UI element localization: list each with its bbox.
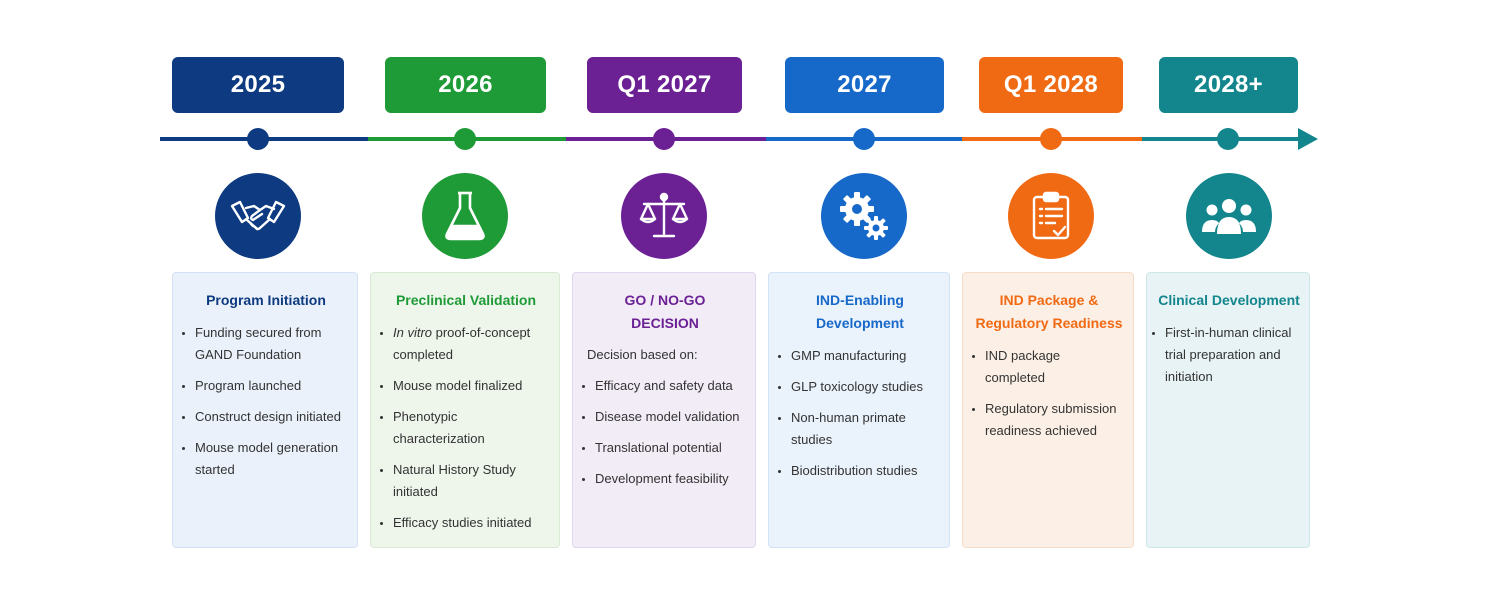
italic-term: In vitro xyxy=(393,325,433,340)
list-item-text: proof-of-concept completed xyxy=(393,325,531,362)
year-badge-q1-2027: Q1 2027 xyxy=(587,57,742,113)
list-item: Natural History Study initiated xyxy=(380,459,549,503)
list-item: Mouse model generation started xyxy=(182,437,347,481)
timeline-node xyxy=(1040,128,1062,150)
card-list: Funding secured from GAND Foundation Pro… xyxy=(182,322,347,481)
year-badge-2026: 2026 xyxy=(385,57,546,113)
timeline-node xyxy=(853,128,875,150)
year-label: Q1 2027 xyxy=(617,71,712,98)
list-item: Non-human primate studies xyxy=(778,407,939,451)
year-badge-2028-plus: 2028+ xyxy=(1159,57,1298,113)
scales-icon xyxy=(621,173,707,259)
list-item: IND package completed xyxy=(972,345,1123,389)
list-item: Efficacy and safety data xyxy=(582,375,745,397)
timeline-node xyxy=(247,128,269,150)
milestone-card-clinical-development: Clinical Development First-in-human clin… xyxy=(1146,272,1310,548)
card-intro: Decision based on: xyxy=(587,347,698,362)
list-item: Construct design initiated xyxy=(182,406,347,428)
list-item: GMP manufacturing xyxy=(778,345,939,367)
year-badge-2027: 2027 xyxy=(785,57,944,113)
list-item: Funding secured from GAND Foundation xyxy=(182,322,347,366)
card-title: IND-Enabling Development xyxy=(816,292,904,331)
card-list: First-in-human clinical trial preparatio… xyxy=(1152,322,1303,388)
list-item: Biodistribution studies xyxy=(778,460,939,482)
list-item: GLP toxicology studies xyxy=(778,376,939,398)
milestone-card-ind-enabling: IND-Enabling Development GMP manufacturi… xyxy=(768,272,950,548)
card-list: In vitro proof-of-concept completed Mous… xyxy=(380,322,549,534)
flask-icon xyxy=(422,173,508,259)
list-item: In vitro proof-of-concept completed xyxy=(380,322,549,366)
list-item: First-in-human clinical trial preparatio… xyxy=(1152,322,1303,388)
clipboard-icon xyxy=(1008,173,1094,259)
list-item: Efficacy studies initiated xyxy=(380,512,549,534)
card-list: Efficacy and safety data Disease model v… xyxy=(582,375,745,490)
card-list: IND package completed Regulatory submiss… xyxy=(972,345,1123,442)
card-title: Preclinical Validation xyxy=(395,292,537,308)
milestone-card-preclinical-validation: Preclinical Validation In vitro proof-of… xyxy=(370,272,560,548)
gears-icon xyxy=(821,173,907,259)
list-item: Regulatory submission readiness achieved xyxy=(972,398,1123,442)
milestone-card-ind-package: IND Package & Regulatory Readiness IND p… xyxy=(962,272,1134,548)
card-title: IND Package & Regulatory Readiness xyxy=(975,292,1123,331)
card-list: GMP manufacturing GLP toxicology studies… xyxy=(778,345,939,482)
year-label: 2026 xyxy=(438,71,493,98)
card-title: Clinical Development xyxy=(1158,292,1300,308)
axis-arrowhead xyxy=(1298,128,1318,150)
list-item: Phenotypic characterization xyxy=(380,406,549,450)
timeline-node xyxy=(454,128,476,150)
list-item: Disease model validation xyxy=(582,406,745,428)
year-label: Q1 2028 xyxy=(1003,71,1099,98)
card-title: GO / NO-GO DECISION xyxy=(624,292,706,331)
year-badge-q1-2028: Q1 2028 xyxy=(979,57,1123,113)
year-label: 2027 xyxy=(837,71,892,98)
year-badge-2025: 2025 xyxy=(172,57,344,113)
timeline-node xyxy=(1217,128,1239,150)
timeline-node xyxy=(653,128,675,150)
card-title: Program Initiation xyxy=(206,292,326,308)
list-item: Mouse model finalized xyxy=(380,375,549,397)
list-item: Translational potential xyxy=(582,437,745,459)
year-label: 2025 xyxy=(230,71,286,98)
milestone-card-program-initiation: Program Initiation Funding secured from … xyxy=(172,272,358,548)
list-item: Development feasibility xyxy=(582,468,745,490)
year-label: 2028+ xyxy=(1194,71,1263,98)
list-item: Program launched xyxy=(182,375,347,397)
milestone-card-go-no-go: GO / NO-GO DECISION Decision based on: E… xyxy=(572,272,756,548)
handshake-icon xyxy=(215,173,301,259)
people-icon xyxy=(1186,173,1272,259)
